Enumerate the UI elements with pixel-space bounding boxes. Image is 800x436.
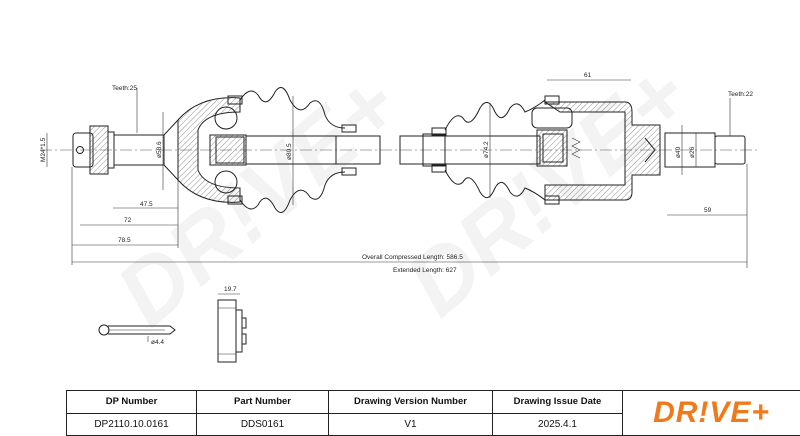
header-drawing-version: Drawing Version Number [328,390,493,414]
svg-text:Overall Compressed Length: 5: Overall Compressed Length: 586.5 [362,254,463,261]
svg-text:72: 72 [124,217,132,224]
header-issue-date: Drawing Issue Date [492,390,623,414]
svg-text:ø26: ø26 [689,146,696,158]
svg-text:Extended Length: 627: Extended Length: 627 [393,267,457,274]
svg-text:78.5: 78.5 [118,237,131,244]
svg-text:Teeth:25: Teeth:25 [112,85,137,92]
svg-text:ø74.2: ø74.2 [483,141,490,158]
castle-nut: 19.7 [217,286,247,363]
svg-text:ø4.4: ø4.4 [151,339,164,346]
value-part-number: DDS0161 [196,412,329,436]
svg-text:ø40: ø40 [675,146,682,158]
outer-cv-joint [72,87,381,213]
header-dp-number: DP Number [66,390,197,414]
svg-text:Teeth:22: Teeth:22 [728,91,753,98]
header-part-number: Part Number [196,390,329,414]
brand-logo: DR!VE+ [653,396,770,429]
svg-text:ø58.6: ø58.6 [156,141,163,158]
svg-text:M24*1.5: M24*1.5 [40,137,47,162]
value-dp-number: DP2110.10.0161 [66,412,197,436]
svg-text:61: 61 [584,72,592,79]
svg-text:ø80.5: ø80.5 [286,143,293,160]
brand-logo-cell: DR!VE+ [622,390,800,436]
svg-text:47.5: 47.5 [140,201,153,208]
value-drawing-version: V1 [328,412,493,436]
value-issue-date: 2025.4.1 [492,412,623,436]
svg-text:59: 59 [704,207,712,214]
title-block: DP Number Part Number Drawing Version Nu… [66,390,800,436]
dimensions: M24*1.5 Teeth:25 ø58.6 ø80.5 47.5 72 78.… [40,72,753,274]
svg-text:19.7: 19.7 [224,286,237,293]
cotter-pin: ø4.4 [98,324,176,346]
inner-tripod-joint [399,95,746,205]
